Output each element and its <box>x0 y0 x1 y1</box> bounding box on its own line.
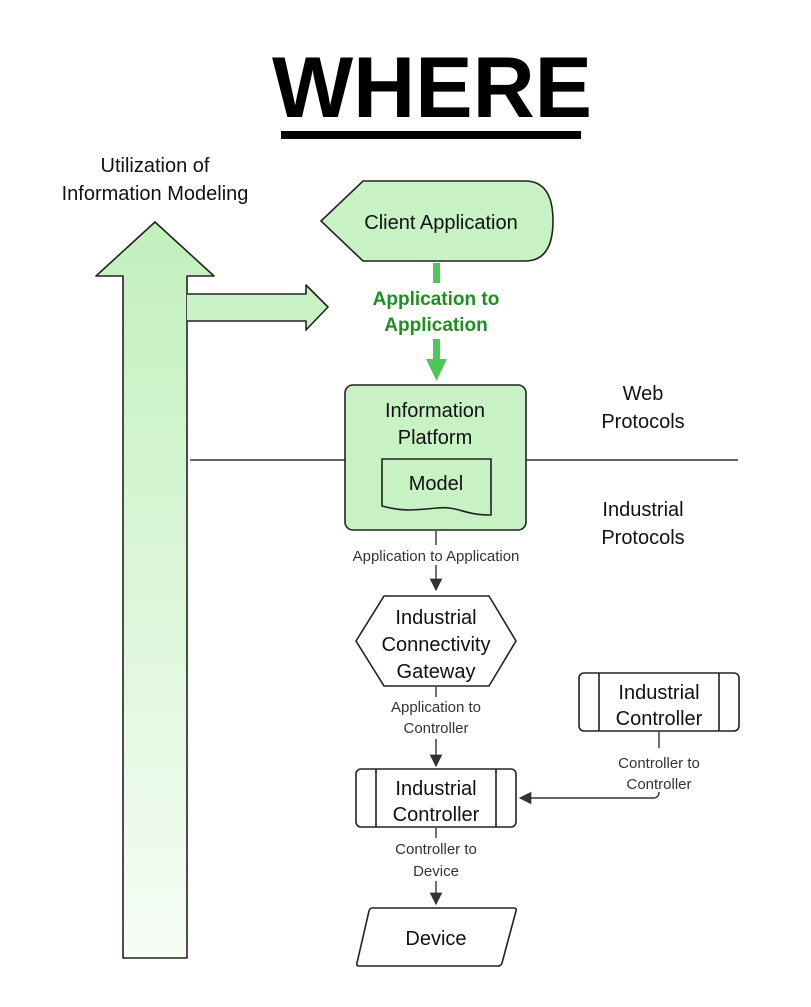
information-platform-label-line2: Platform <box>398 427 472 449</box>
device-node <box>355 907 518 967</box>
utilization-arrow <box>95 221 215 959</box>
utilization-label-line1: Utilization of <box>101 155 210 177</box>
web-protocols-label-line2: Protocols <box>601 411 684 433</box>
title-underline <box>281 131 581 139</box>
gateway-node <box>355 595 517 687</box>
industrial-controller-main-node <box>355 768 517 828</box>
gateway-label-line2: Connectivity <box>382 634 491 656</box>
gateway-label-line1: Industrial <box>395 607 476 629</box>
client-application-node <box>319 180 554 262</box>
industrial-protocols-label-line1: Industrial <box>602 499 683 521</box>
information-platform-label-line1: Information <box>385 400 485 422</box>
green-connector-top <box>433 263 440 283</box>
edge-label-controller-controller-line1: Controller to <box>618 755 700 772</box>
web-protocols-label-line1: Web <box>623 383 664 405</box>
edge-label-client-platform-line2: Application <box>384 315 487 336</box>
edge-label-gateway-controller-line1: Application to <box>391 699 481 716</box>
utilization-label-line2: Information Modeling <box>62 183 249 205</box>
model-label: Model <box>409 473 463 495</box>
green-connector-arrowhead <box>426 359 447 381</box>
edge-label-client-platform-line1: Application to <box>373 289 500 310</box>
controller-main-label-line1: Industrial <box>395 778 476 800</box>
controller-side-label-line2: Controller <box>616 708 703 730</box>
industrial-protocols-label-line2: Protocols <box>601 527 684 549</box>
page-title: WHERE <box>272 40 592 136</box>
edge-label-gateway-controller-line2: Controller <box>403 720 468 737</box>
industrial-controller-side-node <box>578 672 740 732</box>
controller-main-label-line2: Controller <box>393 804 480 826</box>
model-document-node <box>381 458 492 516</box>
client-application-label: Client Application <box>364 212 517 234</box>
edge-label-controller-controller-line2: Controller <box>626 776 691 793</box>
controller-side-label-line1: Industrial <box>618 682 699 704</box>
device-label: Device <box>405 928 466 950</box>
connector-controller-controller <box>518 791 660 805</box>
edge-label-platform-gateway: Application to Application <box>353 548 520 565</box>
green-connector-bottom <box>433 339 440 361</box>
utilization-branch-arrow <box>187 284 329 331</box>
edge-label-controller-device-line2: Device <box>413 863 459 880</box>
edge-label-controller-device-line1: Controller to <box>395 841 477 858</box>
gateway-label-line3: Gateway <box>397 661 476 683</box>
